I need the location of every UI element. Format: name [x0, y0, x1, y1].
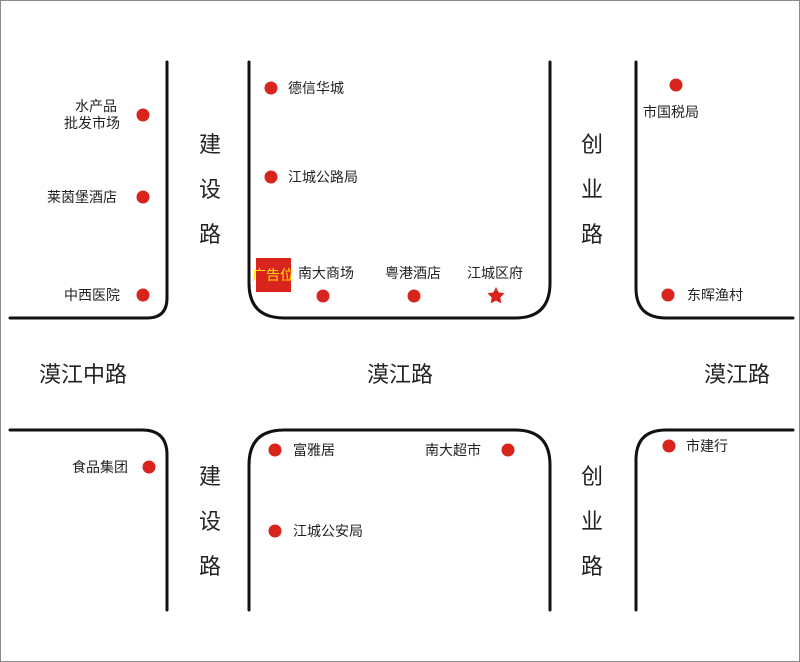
poi-aquatic-market[interactable]: 水产品 批发市场: [64, 99, 150, 132]
poi-marker: [264, 170, 278, 184]
poi-label: 中西医院: [64, 288, 120, 304]
poi-marker: [661, 288, 675, 302]
road-char: 路: [581, 223, 603, 248]
poi-label: 批发市场: [64, 115, 120, 132]
block-top-right-edge: [634, 60, 795, 320]
poi-label: 粤港酒店: [385, 266, 441, 282]
poi-label: 食品集团: [72, 459, 128, 476]
poi-marker: [264, 81, 278, 95]
ad-slot[interactable]: 广告位: [252, 258, 294, 292]
poi-yuegang-hotel[interactable]: 粤港酒店: [385, 266, 441, 303]
road-name-hanjiang-center: 漠江路: [367, 363, 433, 388]
poi-marker: [662, 439, 676, 453]
poi-label: 江城区府: [467, 266, 523, 282]
poi-label: 南大超市: [425, 442, 481, 459]
poi-marker: [268, 443, 282, 457]
poi-fuyaju[interactable]: 富雅居: [268, 442, 336, 459]
poi-district-gov[interactable]: 江城区府: [467, 266, 523, 304]
road-name-jianshe-top: 建 设 路: [199, 133, 221, 248]
road-char: 创: [581, 133, 603, 158]
road-char: 路: [199, 223, 221, 248]
road-char: 建: [199, 133, 221, 158]
block-top-left-edge: [8, 60, 169, 320]
road-char: 建: [199, 465, 221, 490]
poi-marker: [501, 443, 515, 457]
poi-label: 水产品: [75, 99, 117, 115]
poi-marker: [268, 524, 282, 538]
poi-dexin[interactable]: 德信华城: [264, 81, 345, 97]
road-char: 设: [199, 510, 221, 535]
block-top-middle-edge: [247, 60, 552, 320]
road-char: 业: [581, 178, 603, 203]
poi-marker: [136, 288, 150, 302]
poi-marker: [136, 108, 150, 122]
poi-marker: [669, 78, 683, 92]
ad-box: [256, 258, 291, 292]
poi-nanda-supermarket[interactable]: 南大超市: [425, 442, 515, 459]
ad-label: 广告位: [252, 268, 294, 284]
road-char: 业: [581, 510, 603, 535]
poi-label: 南大商场: [298, 266, 354, 282]
poi-zhongxi-hospital[interactable]: 中西医院: [64, 288, 150, 304]
road-char: 路: [581, 555, 603, 580]
poi-marker: [316, 289, 330, 303]
road-name-hanjiang-right: 漠江路: [704, 363, 770, 388]
road-char: 路: [199, 555, 221, 580]
poi-marker: [407, 289, 421, 303]
poi-label: 江城公路局: [288, 170, 358, 186]
poi-label: 东晖渔村: [687, 288, 743, 304]
poi-donghui[interactable]: 东晖渔村: [661, 288, 744, 304]
star-icon: [487, 287, 505, 304]
block-bottom-middle-edge: [247, 428, 552, 612]
poi-label: 市国税局: [643, 104, 699, 121]
road-name-jianshe-bottom: 建 设 路: [199, 465, 221, 580]
poi-food-group[interactable]: 食品集团: [72, 459, 156, 476]
poi-highway-bureau[interactable]: 江城公路局: [264, 170, 359, 186]
block-bottom-left-edge: [8, 428, 169, 612]
poi-construction-bank[interactable]: 市建行: [662, 438, 729, 455]
block-bottom-right-edge: [634, 428, 795, 612]
poi-police-bureau[interactable]: 江城公安局: [268, 524, 364, 540]
road-name-chuangye-top: 创 业 路: [581, 133, 603, 248]
poi-tax-bureau[interactable]: 市国税局: [643, 78, 699, 122]
poi-label: 莱茵堡酒店: [47, 190, 117, 206]
poi-label: 市建行: [686, 438, 728, 455]
road-char: 创: [581, 465, 603, 490]
road-name-hanjiang-zhong: 漠江中路: [39, 363, 127, 388]
road-edges: [8, 60, 795, 612]
poi-label: 江城公安局: [293, 524, 363, 540]
poi-label: 德信华城: [288, 81, 344, 97]
poi-marker: [142, 460, 156, 474]
poi-label: 富雅居: [293, 442, 335, 459]
road-char: 设: [199, 178, 221, 203]
poi-nanda-mall[interactable]: 南大商场: [298, 266, 354, 303]
poi-marker: [136, 190, 150, 204]
poi-laiyin-hotel[interactable]: 莱茵堡酒店: [47, 190, 150, 206]
road-name-chuangye-bottom: 创 业 路: [581, 465, 603, 580]
